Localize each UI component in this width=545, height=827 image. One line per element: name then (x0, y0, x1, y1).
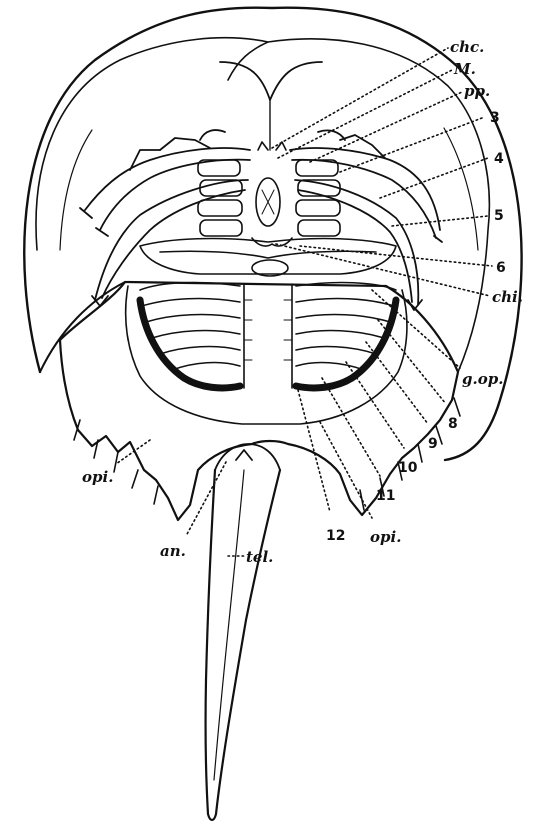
label-4: 4 (494, 151, 504, 167)
label-9: 9 (428, 436, 438, 452)
label-an: an. (160, 542, 186, 560)
label-5: 5 (494, 208, 504, 224)
annotation-labels: chc. M. pp. 3 4 5 6 chi. g.op. 8 9 10 11… (82, 38, 523, 566)
label-11: 11 (376, 488, 395, 504)
label-12: 12 (326, 528, 345, 544)
label-opi-right: opi. (370, 528, 401, 546)
label-8: 8 (448, 416, 458, 432)
telson (206, 470, 280, 820)
label-3: 3 (490, 110, 500, 126)
opisthosoma (60, 282, 460, 520)
label-m: M. (453, 60, 476, 78)
anus (215, 444, 280, 470)
label-chc: chc. (450, 38, 484, 56)
leader-lines (116, 48, 492, 556)
genital-operculum (140, 239, 396, 276)
label-g-op: g.op. (462, 370, 503, 388)
label-chi: chi. (492, 288, 523, 306)
label-tel: tel. (246, 548, 273, 566)
label-pp: pp. (464, 82, 490, 100)
label-opi-left: opi. (82, 468, 113, 486)
label-10: 10 (398, 460, 418, 476)
label-6: 6 (496, 260, 506, 276)
prosoma-shield (24, 8, 521, 460)
